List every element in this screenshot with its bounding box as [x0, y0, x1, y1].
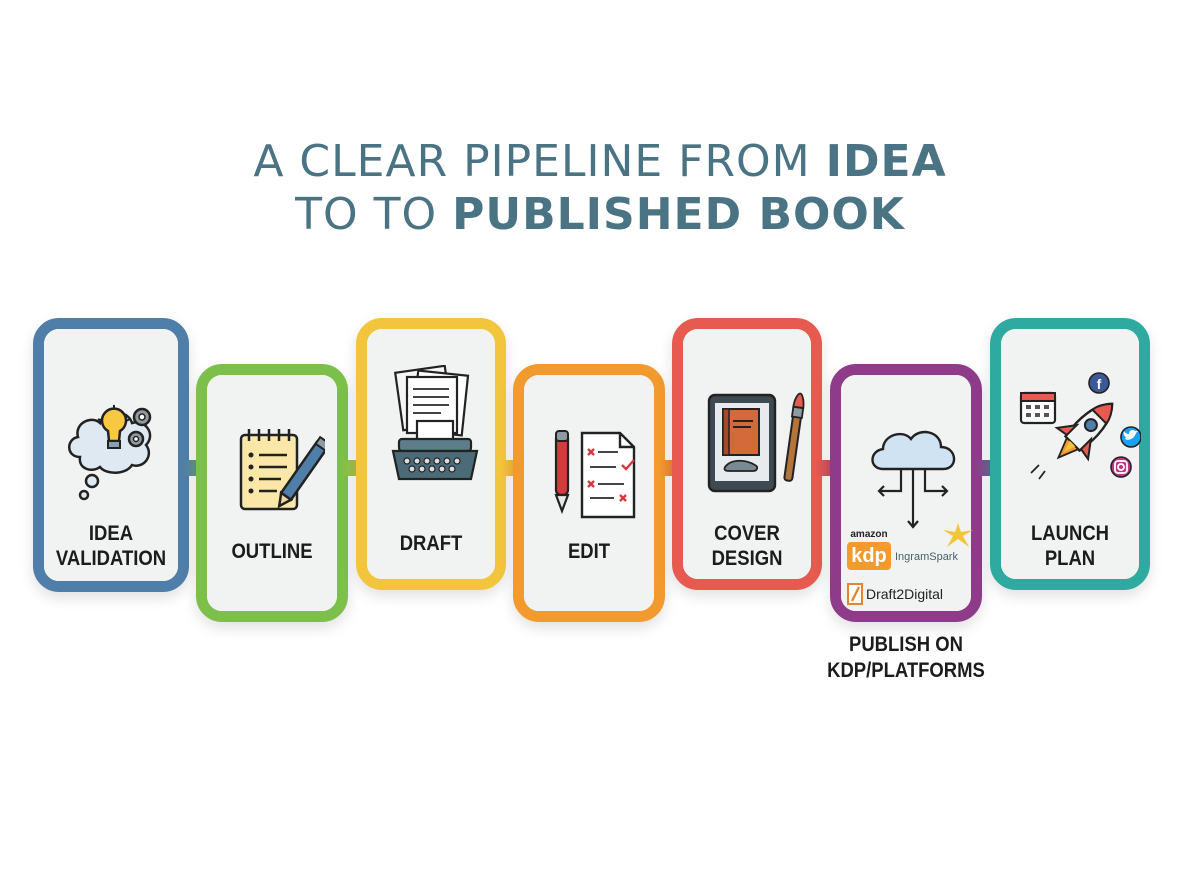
- d2d-icon: [847, 583, 863, 605]
- draft2digital-logo: Draft2Digital: [847, 583, 977, 605]
- step-edit: EDIT: [513, 364, 665, 622]
- cloud-upload-icon: [871, 430, 956, 529]
- step-publish: amazon kdp IngramSpark Draft2Digital: [830, 364, 982, 622]
- calendar-icon: [1019, 391, 1057, 425]
- step-label: LAUNCH PLAN: [1030, 522, 1110, 570]
- step-draft: DRAFT: [356, 318, 506, 590]
- svg-text:f: f: [1097, 376, 1102, 392]
- step-label: COVER DESIGN: [711, 522, 783, 570]
- kdp-logo: amazon kdp: [847, 529, 891, 570]
- step-label: OUTLINE: [231, 540, 313, 563]
- tablet-book-brush-icon: [707, 392, 805, 493]
- platform-logos: amazon kdp IngramSpark Draft2Digital: [847, 521, 977, 611]
- ingramspark-logo: IngramSpark: [895, 551, 958, 563]
- step-label: DRAFT: [399, 532, 463, 555]
- step-launch-plan: f LAUNCH PLAN: [990, 318, 1150, 590]
- step-publish-label: PUBLISH ON KDP/PLATFORMS: [827, 633, 985, 682]
- rocket-social-icon: f: [1019, 372, 1141, 480]
- notepad-pen-icon: [239, 429, 325, 511]
- step-label: EDIT: [567, 540, 611, 563]
- pen-checklist-icon: [554, 430, 636, 519]
- step-label: IDEA VALIDATION: [55, 522, 167, 570]
- spark-icon: [943, 523, 973, 547]
- lightbulb-thought-icon: [68, 405, 152, 501]
- step-idea-validation: IDEA VALIDATION: [33, 318, 189, 592]
- step-cover-design: COVER DESIGN: [672, 318, 822, 590]
- title-line-2: TO TO PUBLISHED BOOK: [295, 189, 905, 240]
- title-line-1: A CLEAR PIPELINE FROM IDEA: [253, 136, 947, 187]
- typewriter-icon: [391, 365, 479, 481]
- step-outline: OUTLINE: [196, 364, 348, 622]
